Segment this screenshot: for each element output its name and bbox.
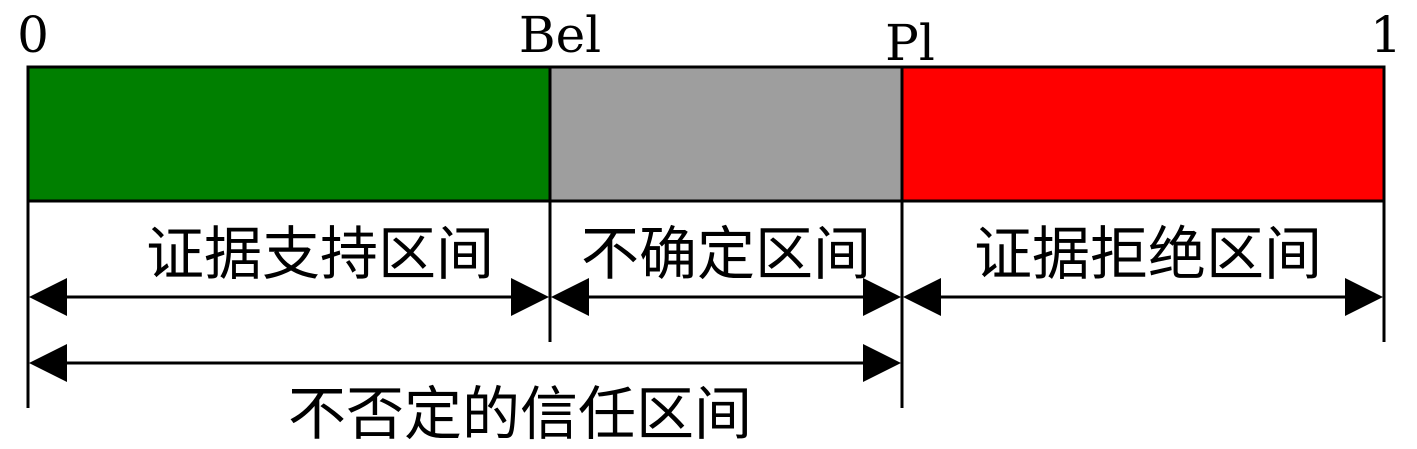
support-interval-label: 证据支持区间 [146,220,494,288]
support-interval-bar [26,65,552,203]
tick-label-one: 1 [1370,6,1402,64]
reject-interval-bar [900,65,1386,203]
support-interval-arrow [29,278,549,316]
non-negated-belief-label: 不否定的信任区间 [288,380,752,448]
reject-interval-label: 证据拒绝区间 [974,220,1322,288]
tick-label-bel: Bel [519,6,601,64]
uncertain-interval-arrow [551,278,901,316]
non-negated-belief-arrow [29,344,901,382]
reject-interval-arrow [903,278,1383,316]
tick-label-pl: Pl [885,14,935,72]
uncertain-interval-bar [548,65,904,203]
uncertain-interval-label: 不确定区间 [581,220,871,288]
tick-label-zero: 0 [17,6,49,64]
